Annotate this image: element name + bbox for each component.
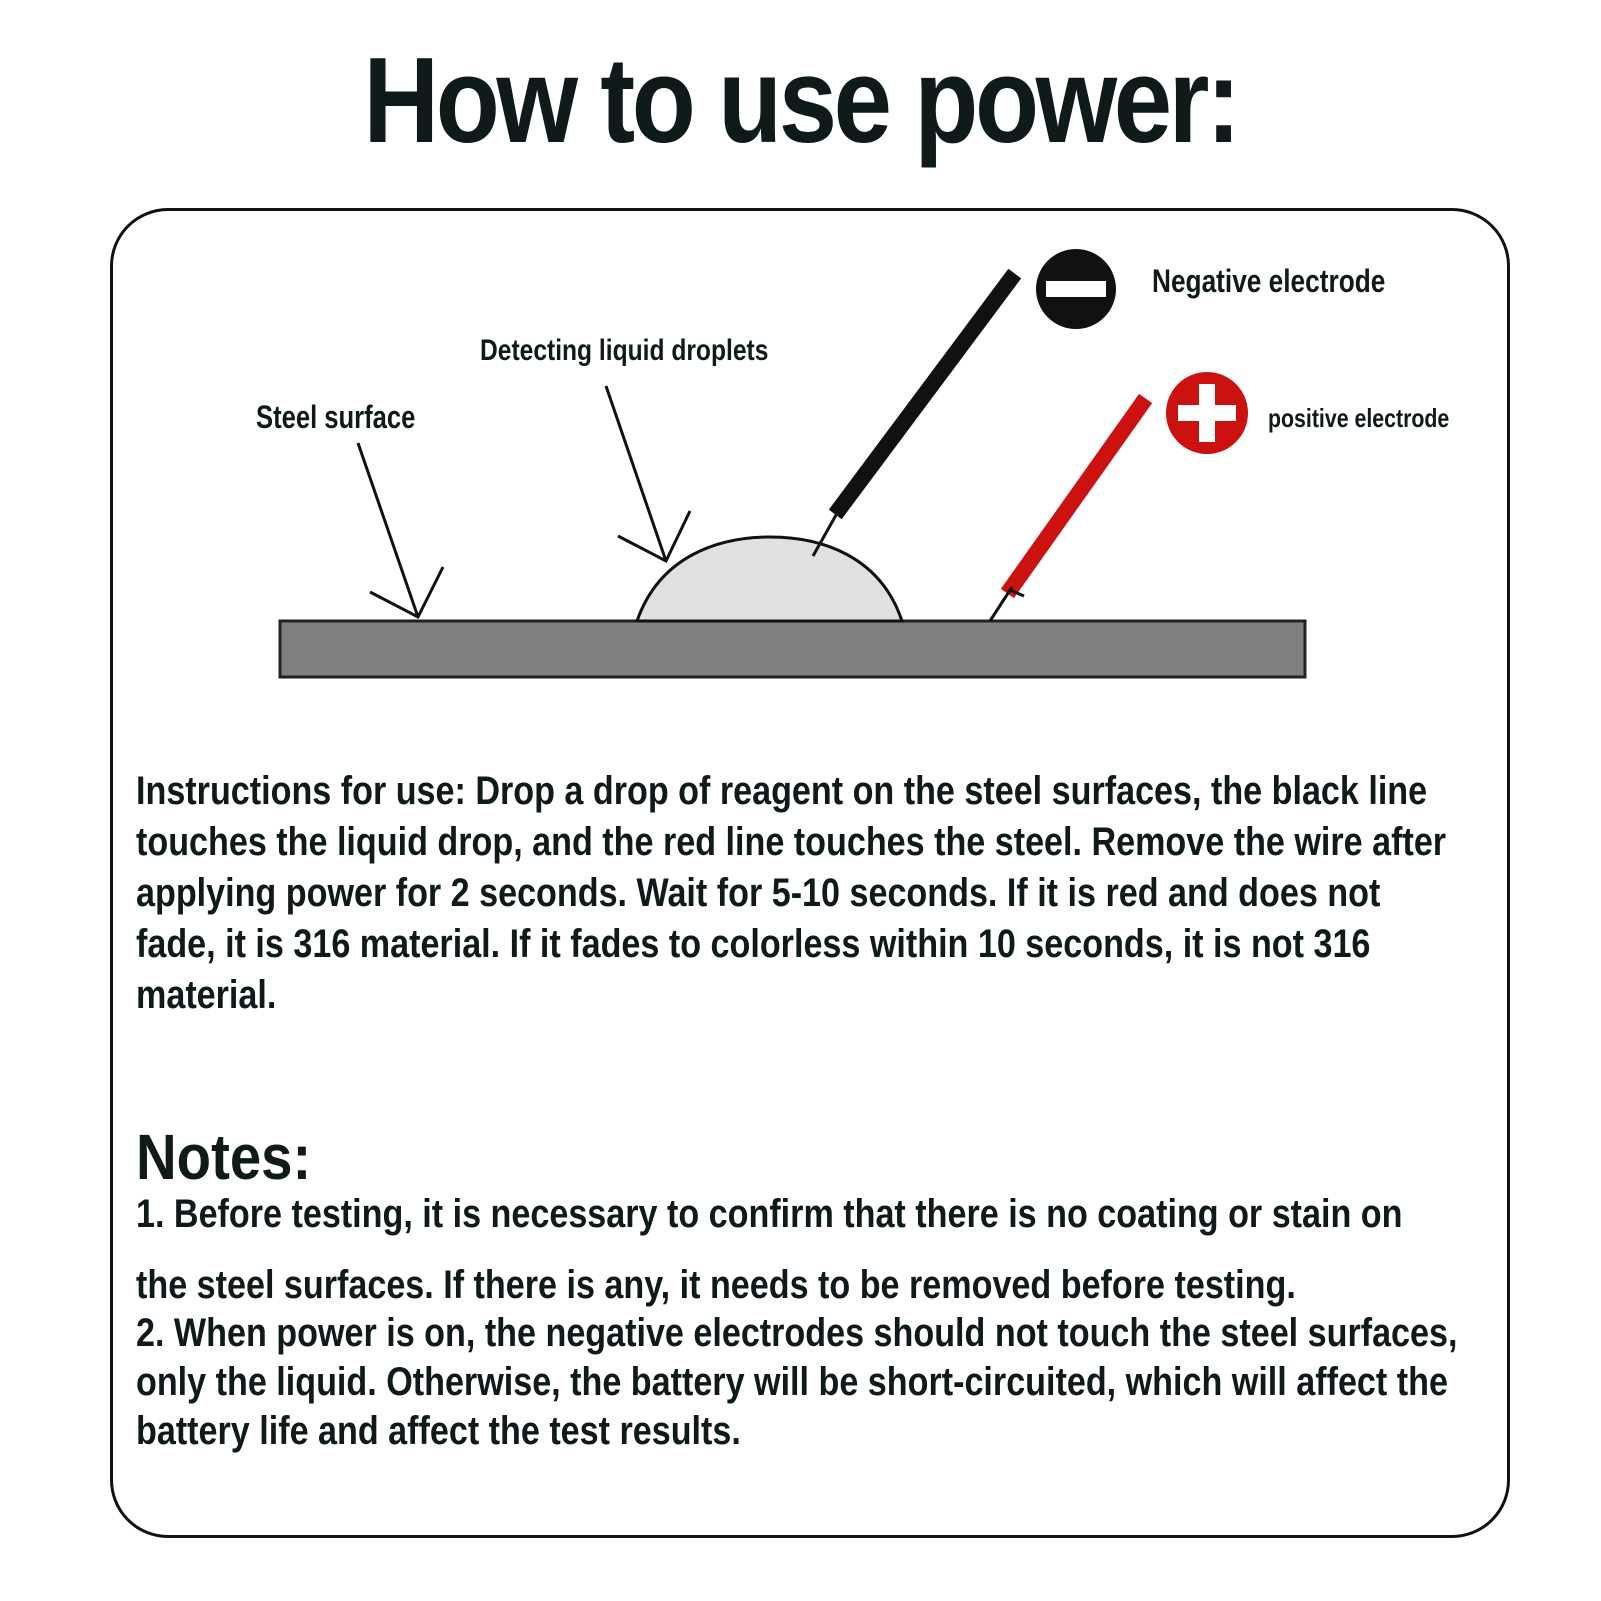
negative-probe <box>811 268 1022 557</box>
liquid-droplet <box>634 535 905 623</box>
minus-circle-icon <box>1036 249 1116 329</box>
steel-surface-arrow <box>356 442 445 620</box>
negative-electrode-label: Negative electrode <box>1152 263 1386 299</box>
page-title: How to use power: <box>363 32 1241 168</box>
instructions-text: Instructions for use: Drop a drop of rea… <box>136 769 1447 1017</box>
steel-plate <box>278 619 1307 679</box>
note-2: 2. When power is on, the negative electr… <box>136 1311 1458 1453</box>
droplet-arrow <box>604 385 692 564</box>
notes-heading: Notes: <box>136 1121 312 1193</box>
note-1-line-2: the steel surfaces. If there is any, it … <box>136 1263 1296 1307</box>
plus-circle-icon <box>1166 372 1248 454</box>
positive-probe <box>988 393 1153 622</box>
note-1-line-1: 1. Before testing, it is necessary to co… <box>136 1192 1403 1236</box>
positive-electrode-label: positive electrode <box>1268 403 1450 433</box>
electrode-diagram <box>278 249 1307 679</box>
instruction-card <box>110 208 1510 1538</box>
note-1: 1. Before testing, it is necessary to co… <box>136 1190 1467 1310</box>
steel-surface-label: Steel surface <box>256 399 416 435</box>
droplet-label: Detecting liquid droplets <box>480 334 769 367</box>
